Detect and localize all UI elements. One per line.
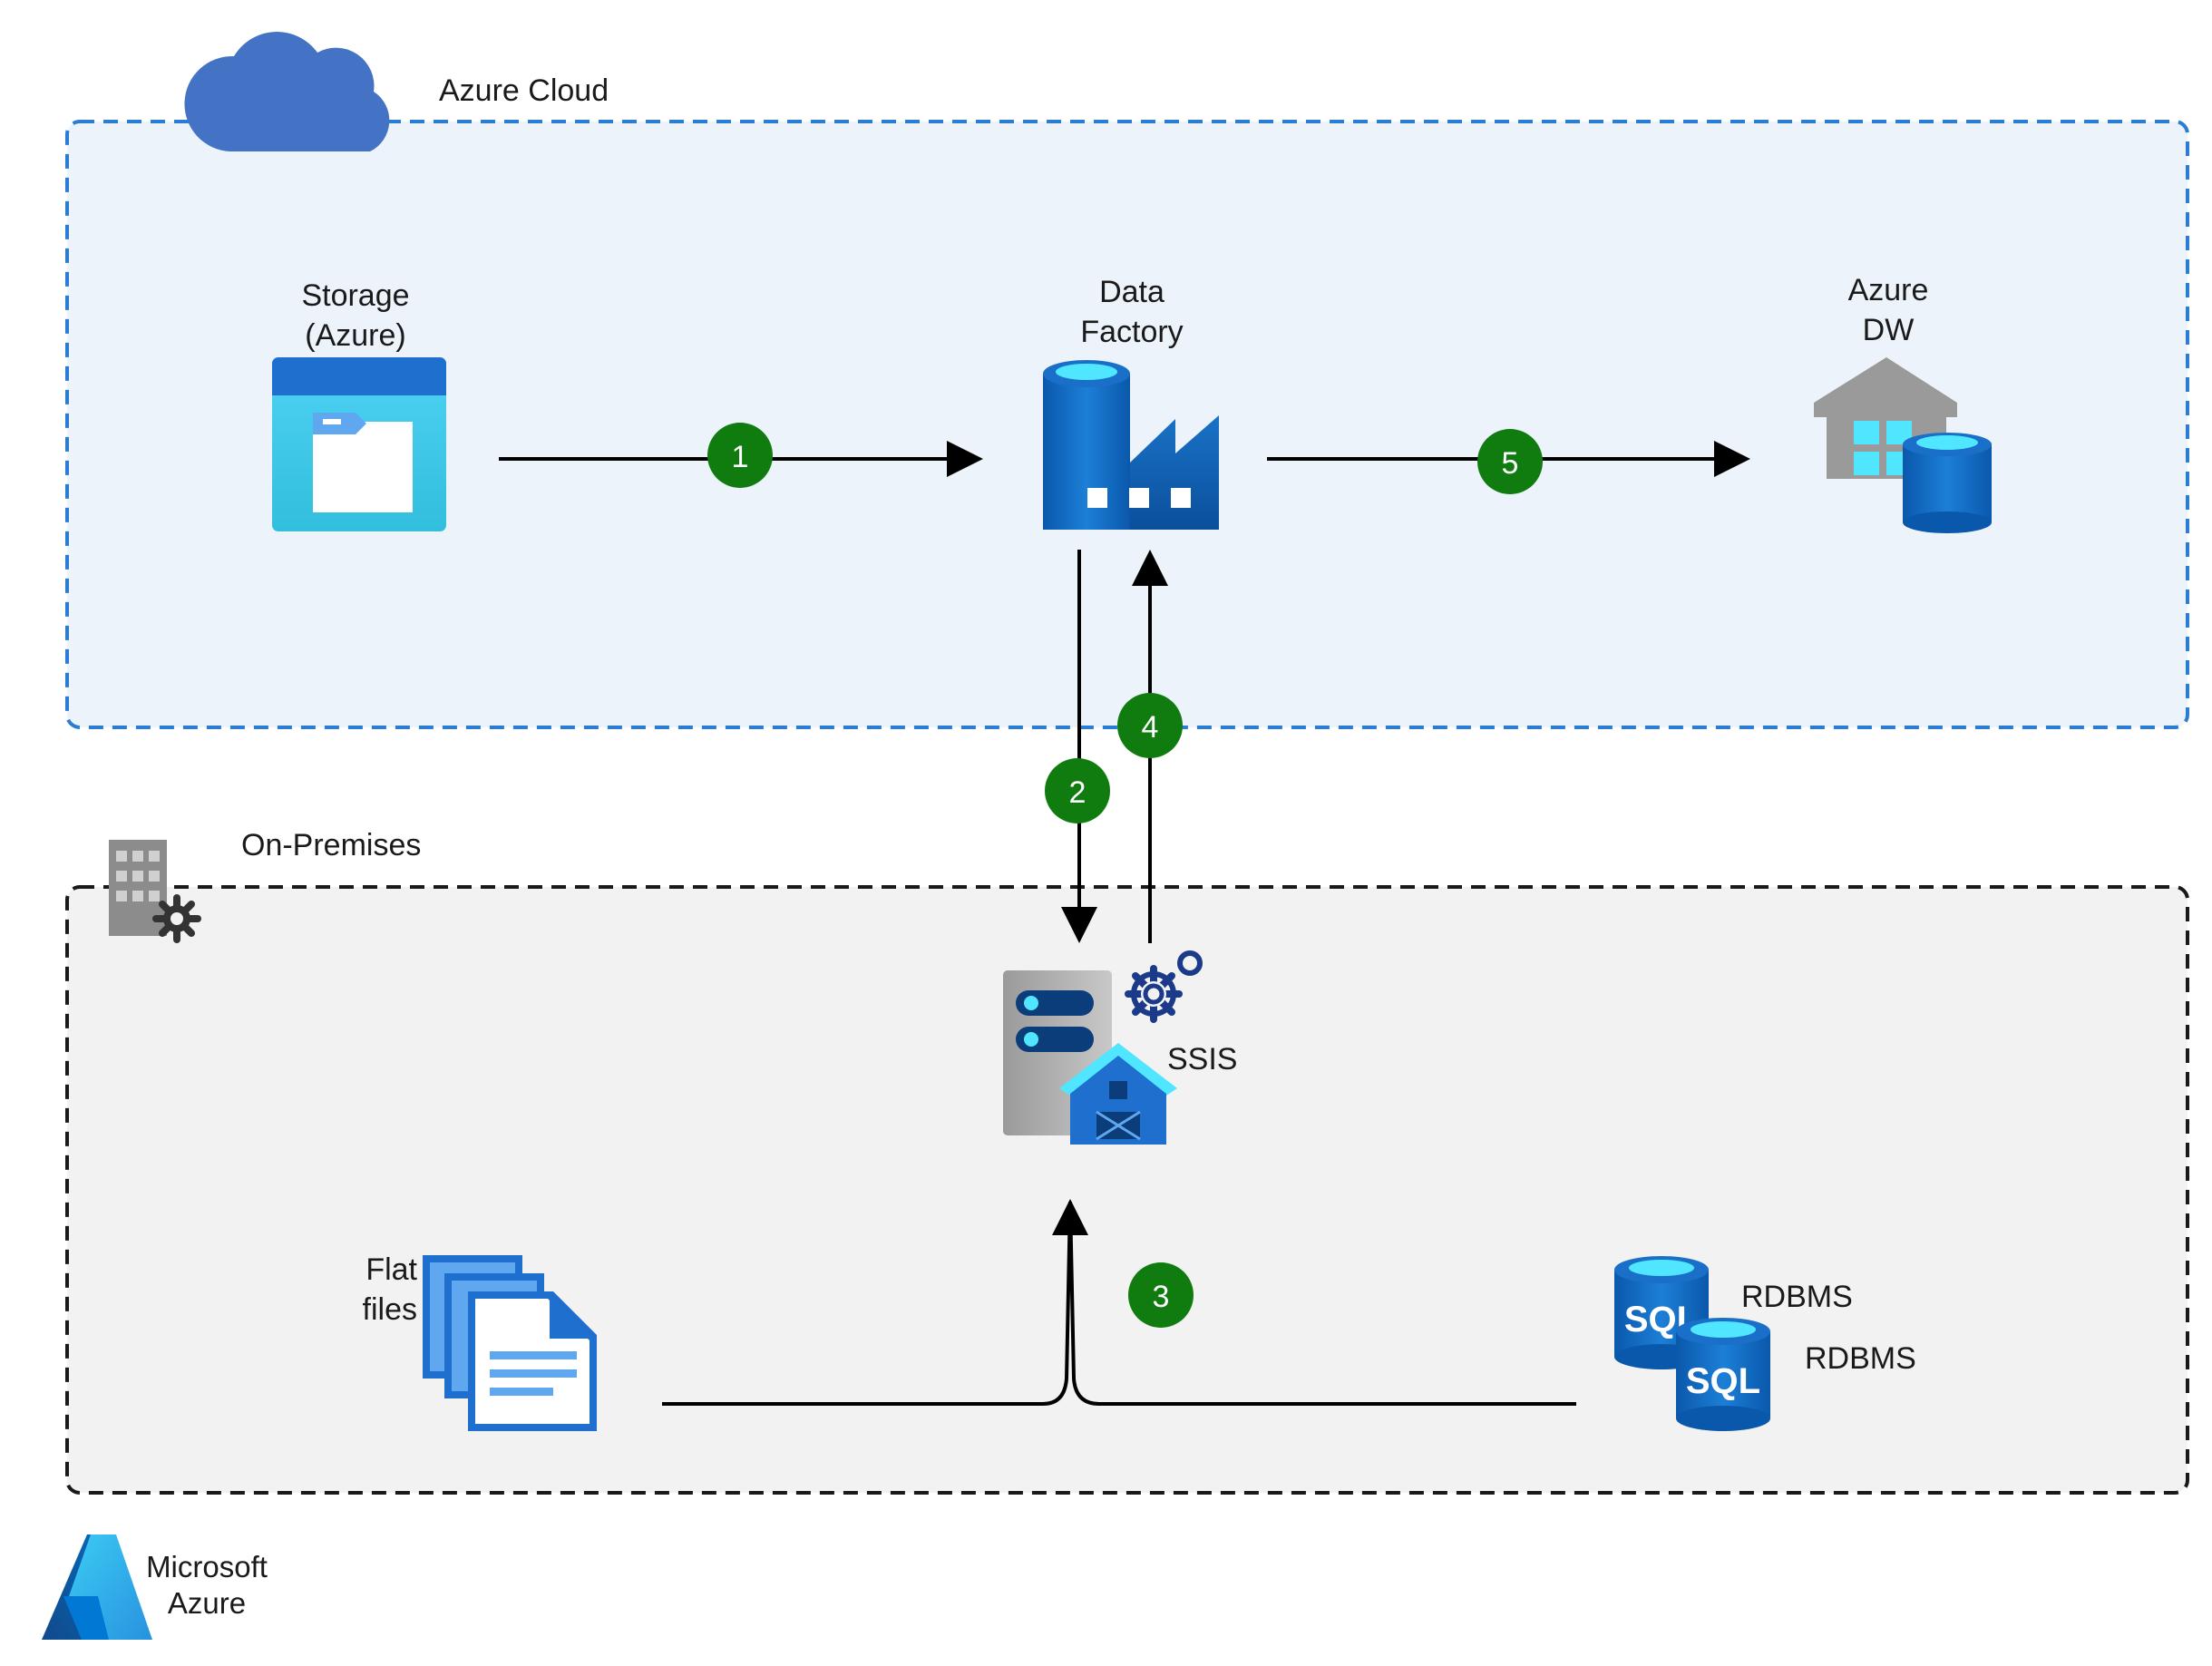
flat-files-label-line2: files — [362, 1292, 417, 1327]
data-warehouse-icon — [1814, 357, 1992, 533]
azure-dw-label-line1: Azure — [1847, 273, 1929, 307]
storage-label-line2: (Azure) — [305, 318, 406, 353]
step-number: 5 — [1502, 446, 1519, 481]
ssis-server-icon — [1003, 950, 1203, 1145]
rdbms-label-1: RDBMS — [1741, 1280, 1853, 1314]
azure-dw-label-line2: DW — [1862, 313, 1915, 347]
data-factory-label-line1: Data — [1099, 275, 1164, 309]
on-premises-label: On-Premises — [241, 828, 422, 862]
step-badge-5: 5 — [1477, 429, 1543, 494]
storage-label: Storage (Azure) — [301, 276, 409, 356]
step-number: 1 — [732, 440, 749, 474]
flat-files-label: Flat files — [363, 1250, 417, 1330]
on-premises-zone — [65, 885, 2189, 1495]
cloud-icon — [184, 32, 390, 152]
rdbms-label-2: RDBMS — [1805, 1341, 1916, 1376]
brand-line1: Microsoft — [146, 1550, 268, 1583]
flat-files-icon — [423, 1255, 597, 1431]
data-factory-icon — [1043, 360, 1219, 530]
sql-database-icon: SQL — [1676, 1318, 1770, 1431]
step-badge-3: 3 — [1128, 1262, 1194, 1328]
data-factory-label: Data Factory — [1080, 272, 1183, 352]
data-factory-label-line2: Factory — [1080, 315, 1184, 349]
sql-icon-text: SQL — [1686, 1361, 1760, 1401]
step-number: 4 — [1142, 710, 1159, 745]
azure-logo-icon — [42, 1534, 152, 1640]
step-number: 3 — [1153, 1280, 1170, 1314]
step-badge-2: 2 — [1045, 758, 1110, 823]
connector-sources-to-ssis — [662, 1201, 1576, 1406]
azure-cloud-label: Azure Cloud — [439, 73, 609, 108]
azure-dw-label: Azure DW — [1848, 270, 1929, 350]
brand-line2: Azure — [167, 1586, 247, 1620]
building-icon — [109, 840, 201, 943]
step-badge-1: 1 — [707, 423, 773, 488]
storage-label-line1: Storage — [301, 278, 410, 313]
step-badge-4: 4 — [1117, 693, 1183, 758]
storage-account-icon — [272, 357, 446, 531]
microsoft-azure-brand: Microsoft Azure — [146, 1549, 268, 1622]
ssis-label: SSIS — [1167, 1042, 1238, 1077]
flat-files-label-line1: Flat — [365, 1252, 417, 1287]
step-number: 2 — [1069, 775, 1087, 810]
